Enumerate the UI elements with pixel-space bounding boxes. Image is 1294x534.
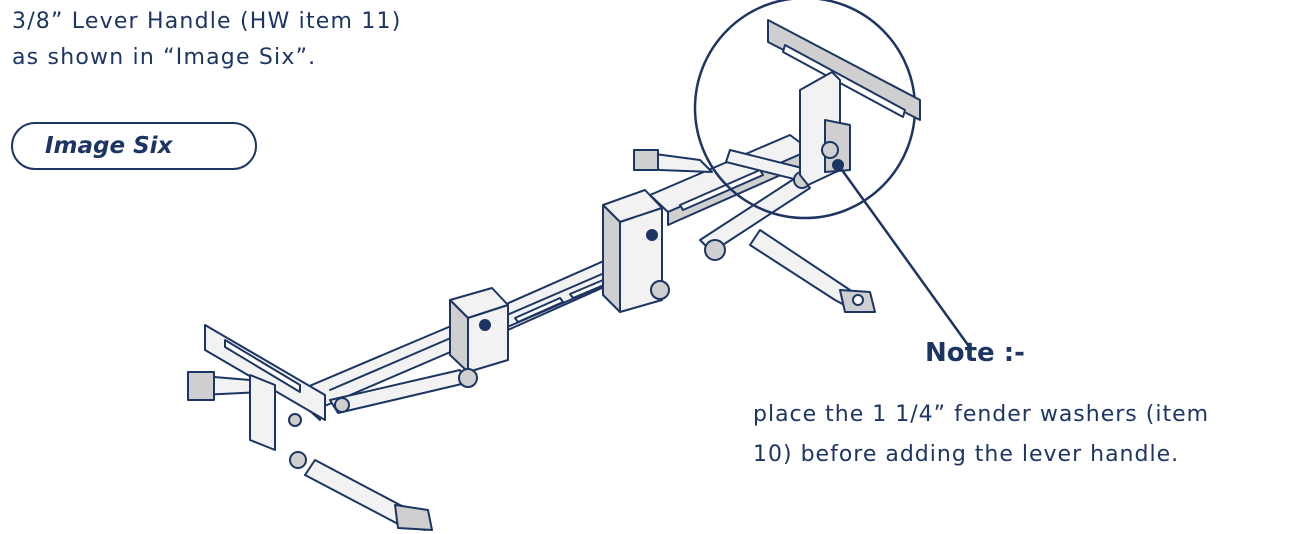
rear-carriage: [602, 189, 670, 313]
front-linkage: [329, 368, 478, 414]
middle-carriage: [449, 287, 509, 373]
figure-label-pill: Image Six: [11, 122, 257, 170]
note-title: Note :-: [925, 338, 1025, 368]
instruction-line-1: 3/8” Lever Handle (HW item 11): [12, 9, 402, 34]
instruction-line-2: as shown in “Image Six”.: [12, 45, 317, 70]
note-body: place the 1 1/4” fender washers (item 10…: [753, 395, 1209, 475]
rear-leg-left: [633, 149, 713, 173]
rear-leg-right: [749, 229, 876, 313]
front-t-bracket: [204, 324, 326, 469]
upper-slide: [649, 134, 811, 226]
front-leg-upper: [187, 371, 263, 401]
rear-linkage: [699, 149, 811, 261]
front-leg-lower: [304, 459, 433, 531]
detail-magnifier: [693, 0, 921, 220]
callout-line: [840, 168, 970, 347]
instruction-text: 3/8” Lever Handle (HW item 11) as shown …: [12, 4, 402, 76]
note-line-2: 10) before adding the lever handle.: [753, 442, 1180, 467]
figure-label: Image Six: [45, 133, 173, 159]
note-line-1: place the 1 1/4” fender washers (item: [753, 402, 1210, 427]
